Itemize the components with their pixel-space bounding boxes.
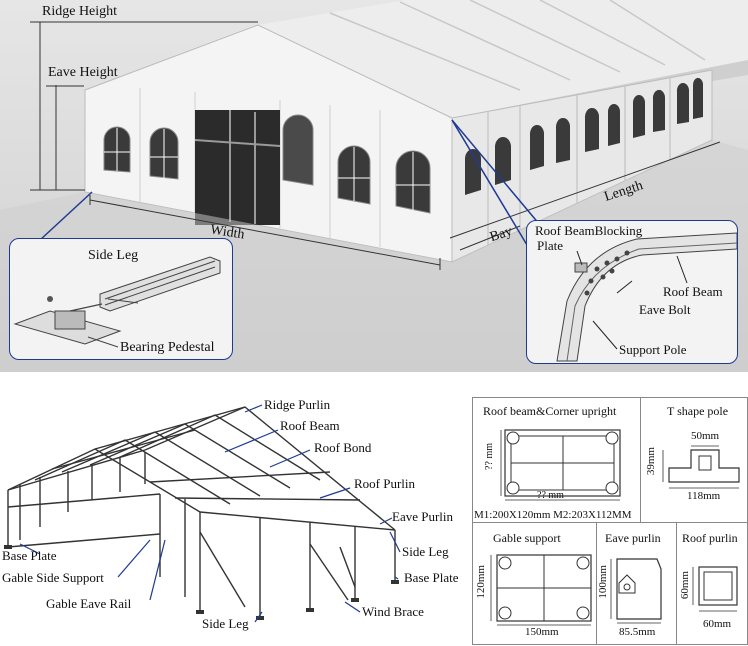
label-eave-bolt: Eave Bolt <box>639 302 691 317</box>
dimension-lines <box>30 21 721 270</box>
side-leg-drawing <box>13 256 221 348</box>
profile-t-shape-drawing <box>662 445 740 489</box>
roof-beam-drawing <box>556 232 737 362</box>
profile-eave-purlin-dim-v: 100mm <box>597 565 609 599</box>
profile-eave-purlin-drawing <box>610 558 662 624</box>
panel-roof-purlin: Roof purlin 60mm 60mm <box>676 522 748 645</box>
label-roof-purlin: Roof Purlin <box>354 476 416 491</box>
label-plate: Plate <box>537 238 563 253</box>
panel-gable-support: Gable support 120mm 150mm <box>472 522 598 645</box>
label-gable-side-support: Gable Side Support <box>2 570 104 585</box>
glass-door <box>195 110 280 225</box>
profile-roof-beam-dim-v: ?? mm <box>484 443 495 470</box>
inset-side-leg: Side Leg Bearing Pedestal <box>9 238 233 360</box>
profile-eave-purlin-dim-h: 85.5mm <box>619 626 656 638</box>
label-roof-beam-blocking: Roof BeamBlocking <box>535 223 643 238</box>
profile-gable-support-dim-h: 150mm <box>525 626 559 638</box>
profile-roof-purlin-dim-h: 60mm <box>703 618 732 630</box>
label-side-leg-inset: Side Leg <box>88 248 139 263</box>
profile-t-shape-dim-h: 118mm <box>687 490 721 502</box>
panel-eave-purlin: Eave purlin 100mm 85.5mm <box>596 522 678 645</box>
tent-render <box>0 0 748 372</box>
label-bearing-pedestal: Bearing Pedestal <box>120 340 215 355</box>
profile-gable-support-drawing <box>490 554 592 626</box>
profile-title-eave-purlin: Eave purlin <box>605 531 661 545</box>
panel-roof-beam-corner: Roof beam&Corner upright ?? mm ?? mm <box>472 397 642 524</box>
frame-diagram <box>4 404 401 623</box>
profile-t-shape-dim-top: 50mm <box>691 430 720 442</box>
profile-title-t-shape: T shape pole <box>667 404 729 418</box>
label-ridge-height: Ridge Height <box>42 4 118 19</box>
label-support-pole: Support Pole <box>619 342 687 357</box>
label-roof-beam: Roof Beam <box>280 418 340 433</box>
label-side-leg-right: Side Leg <box>402 544 449 559</box>
pointer-lines <box>39 119 541 251</box>
panel-t-shape: T shape pole 50mm 39mm 118mm <box>640 397 748 524</box>
profile-roof-beam-dim-h: ?? mm <box>537 490 564 501</box>
label-side-leg-bottom: Side Leg <box>202 616 249 631</box>
profile-roof-beam-spec: M1:200X120mm M2:203X112MM <box>474 509 632 521</box>
profile-gable-support-dim-v: 120mm <box>475 565 487 599</box>
profile-roof-beam-drawing <box>500 429 621 501</box>
profile-t-shape-dim-v: 39mm <box>645 447 657 476</box>
profile-roof-purlin-dim-v: 60mm <box>679 571 691 600</box>
label-eave-height: Eave Height <box>48 65 118 80</box>
label-roof-bond: Roof Bond <box>314 440 372 455</box>
roof-long-side <box>258 0 748 118</box>
inset-roof-beam: Roof BeamBlocking Plate Roof Beam Eave B… <box>526 220 738 364</box>
profile-title-gable-support: Gable support <box>493 531 561 545</box>
profile-title-roof-beam: Roof beam&Corner upright <box>483 404 617 418</box>
label-roof-beam-inset: Roof Beam <box>663 284 723 299</box>
label-base-plate-left: Base Plate <box>2 548 57 563</box>
label-wind-brace: Wind Brace <box>362 604 424 619</box>
label-eave-purlin: Eave Purlin <box>392 509 454 524</box>
profile-roof-purlin-drawing <box>692 566 738 612</box>
label-gable-eave-rail: Gable Eave Rail <box>46 596 132 611</box>
label-ridge-purlin: Ridge Purlin <box>264 397 331 412</box>
label-base-plate-right: Base Plate <box>404 570 459 585</box>
profile-title-roof-purlin: Roof purlin <box>682 531 738 545</box>
